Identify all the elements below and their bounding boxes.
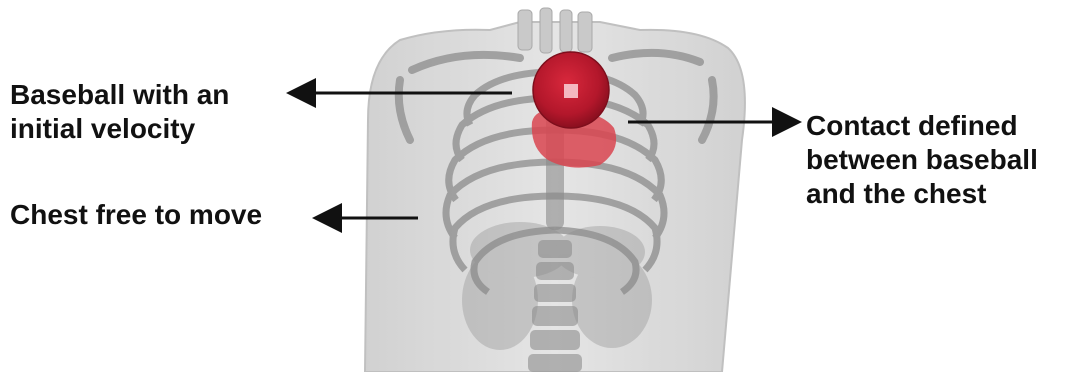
baseball-label-line-1: Baseball with an (10, 78, 229, 112)
contact-label: Contact defined between baseball and the… (806, 109, 1038, 211)
contact-label-line-3: and the chest (806, 177, 1038, 211)
chest-label-text: Chest free to move (10, 198, 262, 232)
contact-label-line-2: between baseball (806, 143, 1038, 177)
baseball-label-line-2: initial velocity (10, 112, 229, 146)
torso-model (365, 8, 745, 372)
contact-label-line-1: Contact defined (806, 109, 1038, 143)
baseball-label: Baseball with an initial velocity (10, 78, 229, 146)
baseball-highlight (564, 84, 578, 98)
chest-label: Chest free to move (10, 198, 262, 232)
